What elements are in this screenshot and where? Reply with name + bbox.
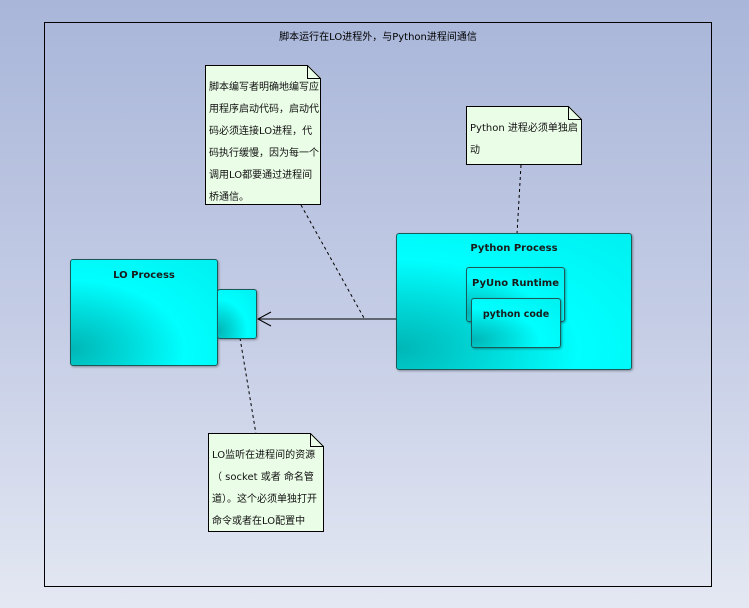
python-code-title: python code	[482, 309, 550, 320]
diagram-frame: 脚本运行在LO进程外，与Python进程间通信	[44, 22, 712, 587]
frame-title: 脚本运行在LO进程外，与Python进程间通信	[279, 32, 477, 43]
python-start-note-text: Python 进程必须单独启动	[470, 123, 578, 156]
lo-listen-note[interactable]: LO监听在进程间的资源（ socket 或者 命名管道）。这个必须单独打开命令或…	[208, 433, 324, 532]
note-link-lo-listen	[239, 337, 257, 435]
lo-process-box[interactable]: LO Process	[70, 259, 218, 366]
python-start-note[interactable]: Python 进程必须单独启动	[466, 106, 582, 165]
script-note-text: 脚本编写者明确地编写应用程序启动代码，启动代码必须连接LO进程，代码执行缓慢，因…	[209, 82, 319, 203]
note-link-python-start	[516, 164, 522, 235]
note-link-script	[300, 204, 365, 319]
lo-listen-note-text: LO监听在进程间的资源（ socket 或者 命名管道）。这个必须单独打开命令或…	[212, 450, 317, 527]
lo-process-port[interactable]	[217, 289, 257, 339]
python-process-title: Python Process	[470, 243, 558, 254]
lo-process-title: LO Process	[113, 270, 175, 281]
connection-arrowhead	[256, 311, 272, 327]
pyuno-runtime-title: PyUno Runtime	[472, 278, 559, 289]
script-note[interactable]: 脚本编写者明确地编写应用程序启动代码，启动代码必须连接LO进程，代码执行缓慢，因…	[205, 65, 321, 205]
python-code-box[interactable]: python code	[471, 298, 561, 348]
